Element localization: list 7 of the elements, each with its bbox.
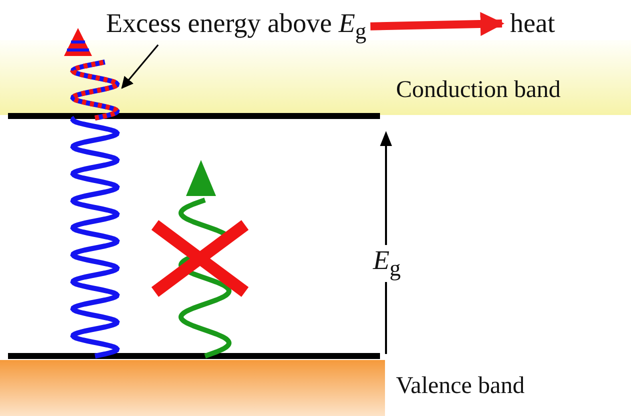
energy-gap-label: E$_{g}$ [373,245,401,282]
annotation-text: Excess energy above E$_{g}$ [106,10,366,43]
block-arrow [370,12,504,36]
leader-arrow [121,44,159,89]
band-label: Valence band [396,374,525,398]
annotation-text: heat [510,10,555,37]
band-label: Conduction band [396,78,561,102]
